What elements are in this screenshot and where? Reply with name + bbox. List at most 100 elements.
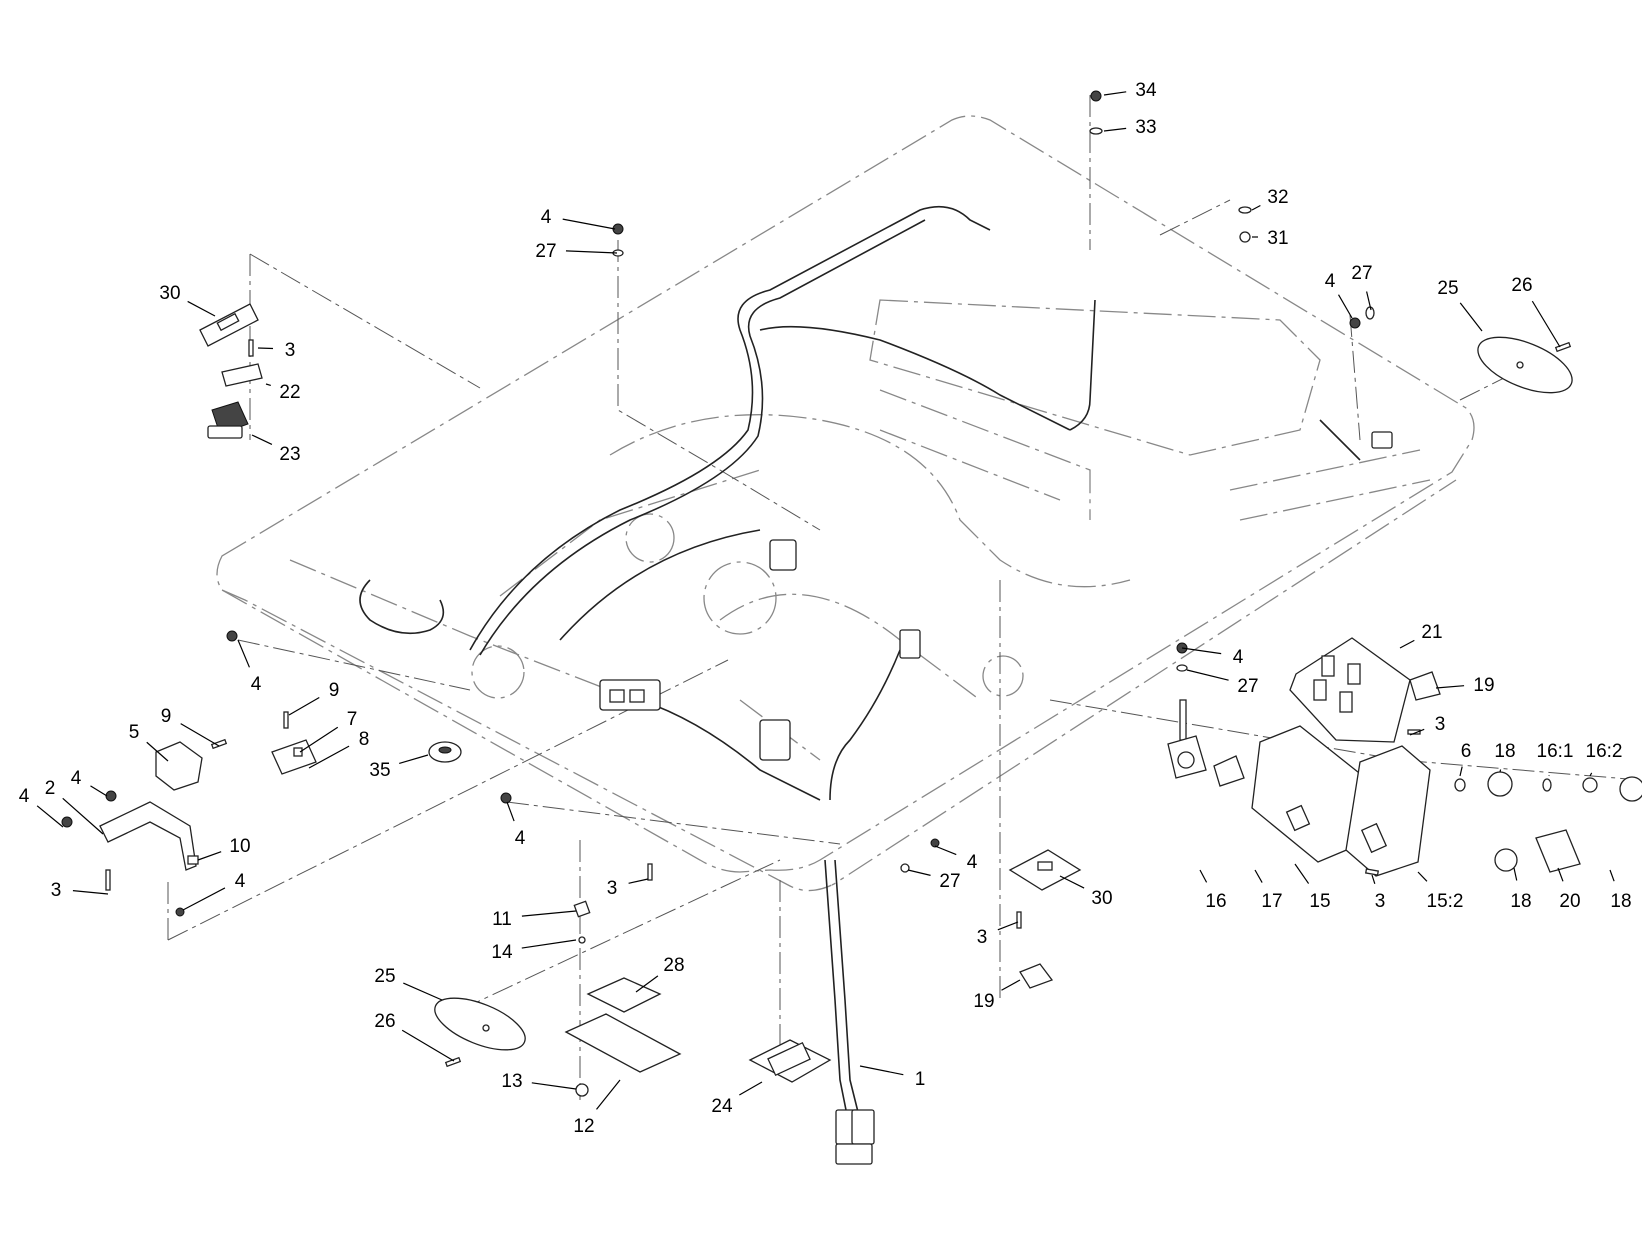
callout-number: 27 [535,241,556,262]
callout-leader [1001,979,1021,991]
callout-c4a: 4 [541,207,616,230]
callout-number: 19 [1473,675,1494,696]
callout-c16: 16 [1199,869,1227,912]
callout-c16-1: 16:1 [1537,741,1574,777]
callout-number: 28 [663,955,684,976]
callout-leader [635,975,659,993]
callout-c4i: 4 [934,845,978,873]
callout-leader [1557,867,1564,882]
callout-number: 26 [374,1011,395,1032]
callout-number: 24 [711,1096,733,1117]
callout-number: 20 [1559,891,1580,912]
callout-number: 18 [1494,741,1515,762]
callout-c10: 10 [197,836,251,861]
callout-leader [197,851,222,861]
callout-leader [288,696,320,716]
callout-number: 11 [492,909,512,930]
callout-c35: 35 [369,754,429,781]
callout-c18b: 18 [1510,867,1532,912]
callout-leader [399,754,429,764]
callout-number: 25 [1437,278,1458,299]
callout-c27c: 27 [1186,669,1259,697]
callout-number: 15 [1309,891,1330,912]
callout-leader [1103,127,1127,132]
callout-leader [180,723,220,747]
callout-c28: 28 [635,955,685,993]
callout-number: 18 [1510,891,1531,912]
callout-number: 13 [501,1071,522,1092]
callout-number: 32 [1267,187,1288,208]
callout-number: 22 [279,382,300,403]
callout-number: 26 [1511,275,1532,296]
callout-leader [251,434,273,445]
callout-leader [1371,874,1376,884]
callout-leader [1499,769,1502,773]
callout-leader [562,218,616,230]
callout-leader [1366,291,1372,311]
callout-number: 3 [1375,891,1386,912]
callout-leader [1199,869,1208,883]
callout-number: 12 [573,1116,594,1137]
callout-c34: 34 [1103,80,1157,101]
callout-c3b: 3 [51,880,109,901]
callout-leader [521,910,577,917]
callout-c4e: 4 [71,768,108,797]
callout-c3f: 3 [1371,874,1386,912]
callout-leader [1609,869,1615,882]
callout-leader [934,845,957,856]
callout-number: 3 [51,880,62,901]
callout-c11: 11 [492,909,577,930]
callout-leader [565,250,618,254]
callout-c8: 8 [308,729,369,769]
callout-leader [997,921,1019,931]
callout-number: 18 [1610,891,1631,912]
callout-number: 34 [1135,80,1157,101]
callout-number: 9 [329,680,340,701]
callout-c19a: 19 [1435,675,1495,696]
callout-leader [1254,869,1263,883]
callout-c3c: 3 [607,878,649,899]
callout-c13: 13 [501,1071,577,1092]
callout-c4c: 4 [237,639,262,695]
callout-leader [1589,772,1593,777]
callout-c6: 6 [1459,741,1472,777]
callout-number: 4 [251,674,262,695]
callout-c22: 22 [265,382,301,403]
callout-leader [146,741,169,762]
callout-c4b: 4 [1325,271,1353,319]
callout-number: 35 [369,760,390,781]
callout-number: 7 [347,709,358,730]
callout-leader [401,1029,455,1062]
callout-c1: 1 [859,1065,925,1090]
callout-leader [1409,728,1425,736]
callout-number: 16 [1205,891,1226,912]
callout-number: 4 [1325,271,1336,292]
callout-c4g: 4 [506,801,526,849]
callout-leader [1103,91,1127,96]
callout-c17: 17 [1254,869,1283,912]
callout-leader [1513,867,1518,881]
callout-leader [1186,669,1229,681]
callout-c20: 20 [1557,867,1581,912]
callout-leader [299,726,339,753]
callout-leader [265,383,271,386]
callout-c15: 15 [1294,863,1331,912]
assembly-guide-lines [167,95,1641,1100]
callout-leader [90,785,108,797]
callout-c31: 31 [1252,228,1289,249]
callout-number: 27 [1351,263,1372,284]
callout-number: 15:2 [1427,891,1464,912]
callout-leader [1294,863,1310,884]
callout-number: 3 [1435,714,1446,735]
callout-number: 21 [1421,622,1442,643]
callout-leader [521,939,577,949]
callout-c23: 23 [251,434,301,465]
callout-number: 23 [279,444,300,465]
callout-number: 6 [1461,741,1472,762]
callout-c4d: 4 [1181,647,1244,668]
callout-c3e: 3 [1409,714,1446,736]
callout-number: 16:1 [1537,741,1574,762]
parts [61,90,1642,1097]
callout-c12: 12 [573,1079,621,1137]
